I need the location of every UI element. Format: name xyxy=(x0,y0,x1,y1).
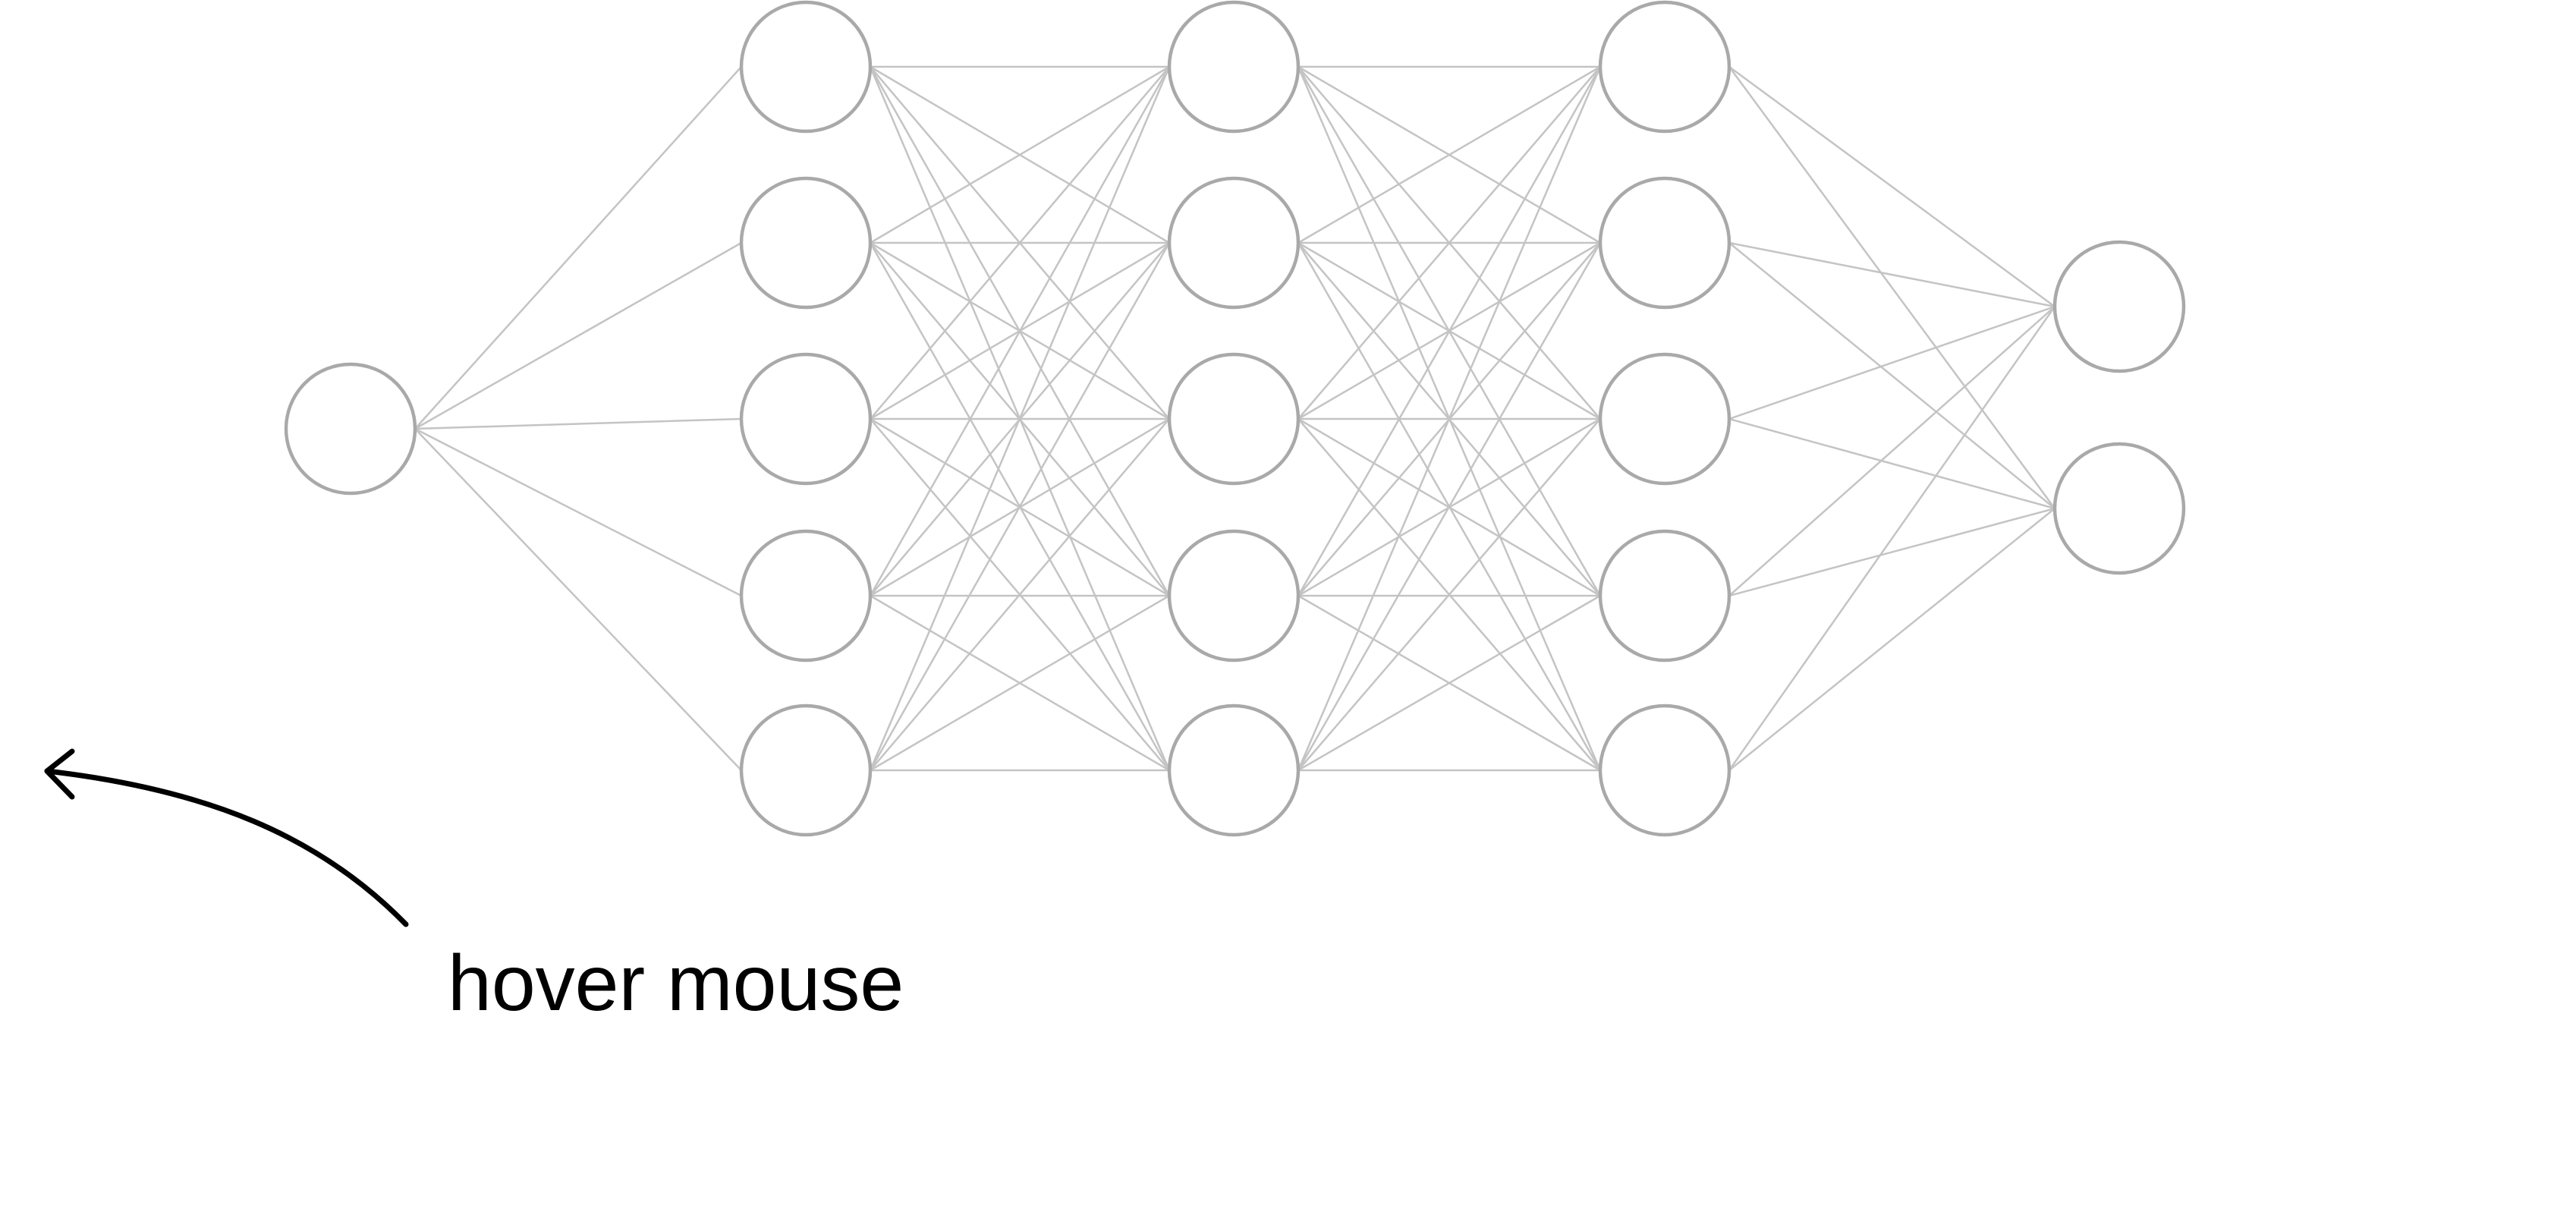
node-layer2-3[interactable] xyxy=(1167,529,1301,663)
connection-edges xyxy=(414,65,2056,772)
edge-l3-4-to-0 xyxy=(1728,306,2056,771)
edge-l0-0-to-4 xyxy=(414,428,742,771)
node-layer3-0[interactable] xyxy=(1598,0,1731,134)
node-layer1-2[interactable] xyxy=(739,352,873,486)
edge-l3-4-to-1 xyxy=(1728,508,2055,771)
hover-hint: hover mouse xyxy=(44,748,904,1028)
node-layer3-1[interactable] xyxy=(1598,176,1731,310)
edge-l1-4-to-0 xyxy=(869,66,1171,771)
curved-arrow-left-icon xyxy=(44,768,409,927)
edge-l3-1-to-0 xyxy=(1728,241,2055,308)
edge-l1-1-to-0 xyxy=(870,65,1170,244)
node-layer3-3[interactable] xyxy=(1598,529,1731,663)
edge-l3-0-to-0 xyxy=(1728,65,2055,308)
edge-l1-3-to-0 xyxy=(869,66,1171,596)
edge-l2-2-to-0 xyxy=(1297,66,1601,420)
node-layer2-1[interactable] xyxy=(1167,176,1301,310)
edge-l0-0-to-1 xyxy=(414,241,742,430)
edge-l0-0-to-3 xyxy=(414,427,742,597)
edge-l0-0-to-2 xyxy=(414,417,742,430)
edge-l3-0-to-1 xyxy=(1728,66,2056,509)
edge-l2-3-to-0 xyxy=(1297,66,1602,596)
edge-l1-2-to-0 xyxy=(870,66,1170,420)
hover-mouse-label: hover mouse xyxy=(448,940,904,1028)
edge-l0-0-to-0 xyxy=(414,66,742,430)
node-layer4-1[interactable] xyxy=(2052,442,2186,575)
edge-l2-4-to-1 xyxy=(1297,242,1602,771)
node-layer1-1[interactable] xyxy=(739,176,873,310)
node-layer3-4[interactable] xyxy=(1598,704,1731,837)
edge-l3-3-to-1 xyxy=(1728,507,2055,597)
node-layer2-0[interactable] xyxy=(1167,0,1301,134)
node-layer4-0[interactable] xyxy=(2052,240,2186,373)
edge-l3-1-to-1 xyxy=(1728,242,2055,509)
node-layer2-4[interactable] xyxy=(1167,704,1301,837)
node-layer1-0[interactable] xyxy=(739,0,873,134)
node-layer0-0[interactable] xyxy=(284,362,417,496)
edge-l2-4-to-2 xyxy=(1297,418,1601,771)
edge-l2-4-to-0 xyxy=(1297,66,1602,771)
node-layer1-4[interactable] xyxy=(739,704,873,837)
edge-l3-2-to-0 xyxy=(1728,305,2055,420)
edge-l3-2-to-1 xyxy=(1728,417,2055,510)
node-layer1-3[interactable] xyxy=(739,529,873,663)
node-layer3-2[interactable] xyxy=(1598,352,1731,486)
edge-l2-4-to-3 xyxy=(1297,594,1601,772)
node-layer2-2[interactable] xyxy=(1167,352,1301,486)
edge-l3-3-to-0 xyxy=(1728,306,2055,596)
network-nodes xyxy=(284,0,2186,837)
edge-l1-4-to-3 xyxy=(870,594,1170,772)
edge-l2-1-to-0 xyxy=(1297,65,1601,244)
arrow-head-icon xyxy=(44,748,75,800)
edge-l1-4-to-2 xyxy=(870,418,1170,771)
edge-l1-4-to-1 xyxy=(869,242,1171,771)
